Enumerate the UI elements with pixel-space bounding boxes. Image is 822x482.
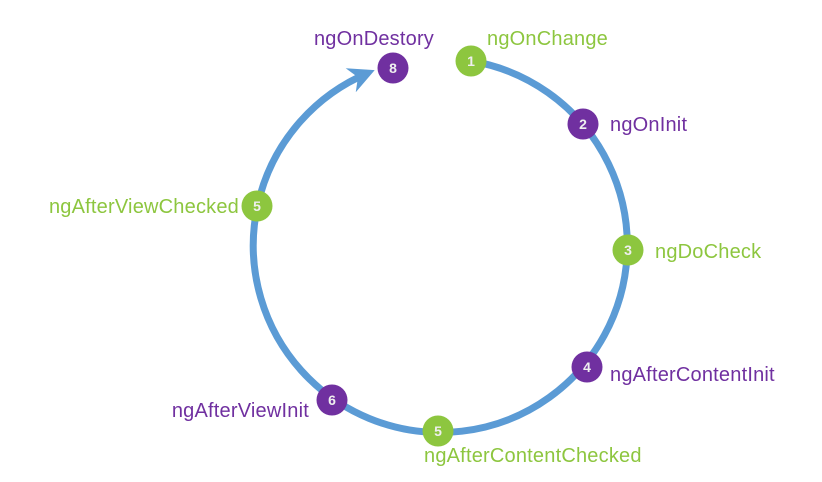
node-ngafterviewchecked: 5 ngAfterViewChecked (49, 190, 273, 222)
node-8-number: 8 (389, 60, 397, 76)
node-6-circle (316, 384, 348, 416)
node-ngaftercontentchecked: 5 ngAfterContentChecked (422, 415, 642, 467)
node-5-bottom-label: ngAfterContentChecked (424, 445, 642, 467)
node-2-label: ngOnInit (610, 114, 687, 136)
node-8-circle (377, 52, 409, 84)
node-8-label: ngOnDestory (314, 28, 434, 50)
node-5-bottom-circle (422, 415, 454, 447)
node-1-circle (455, 45, 487, 77)
node-5-left-circle (241, 190, 273, 222)
node-5-bottom-number: 5 (434, 423, 442, 439)
node-3-number: 3 (624, 242, 632, 258)
node-4-number: 4 (583, 359, 591, 375)
node-ngoninit: 2 ngOnInit (567, 108, 687, 140)
node-4-label: ngAfterContentInit (610, 364, 775, 386)
node-ngdocheck: 3 ngDoCheck (612, 234, 762, 266)
node-6-number: 6 (328, 392, 336, 408)
node-3-label: ngDoCheck (655, 241, 762, 263)
node-5-left-number: 5 (253, 198, 261, 214)
node-ngaftercontentinit: 4 ngAfterContentInit (571, 351, 775, 386)
node-3-circle (612, 234, 644, 266)
node-2-number: 2 (579, 116, 587, 132)
node-6-label: ngAfterViewInit (172, 400, 309, 422)
node-2-circle (567, 108, 599, 140)
node-1-label: ngOnChange (487, 28, 608, 50)
node-5-left-label: ngAfterViewChecked (49, 196, 239, 218)
node-ngafterviewinit: 6 ngAfterViewInit (172, 384, 348, 422)
node-ngonchange: 1 ngOnChange (455, 28, 608, 77)
node-1-number: 1 (467, 53, 475, 69)
node-4-circle (571, 351, 603, 383)
node-ngondestory: 8 ngOnDestory (314, 28, 434, 84)
